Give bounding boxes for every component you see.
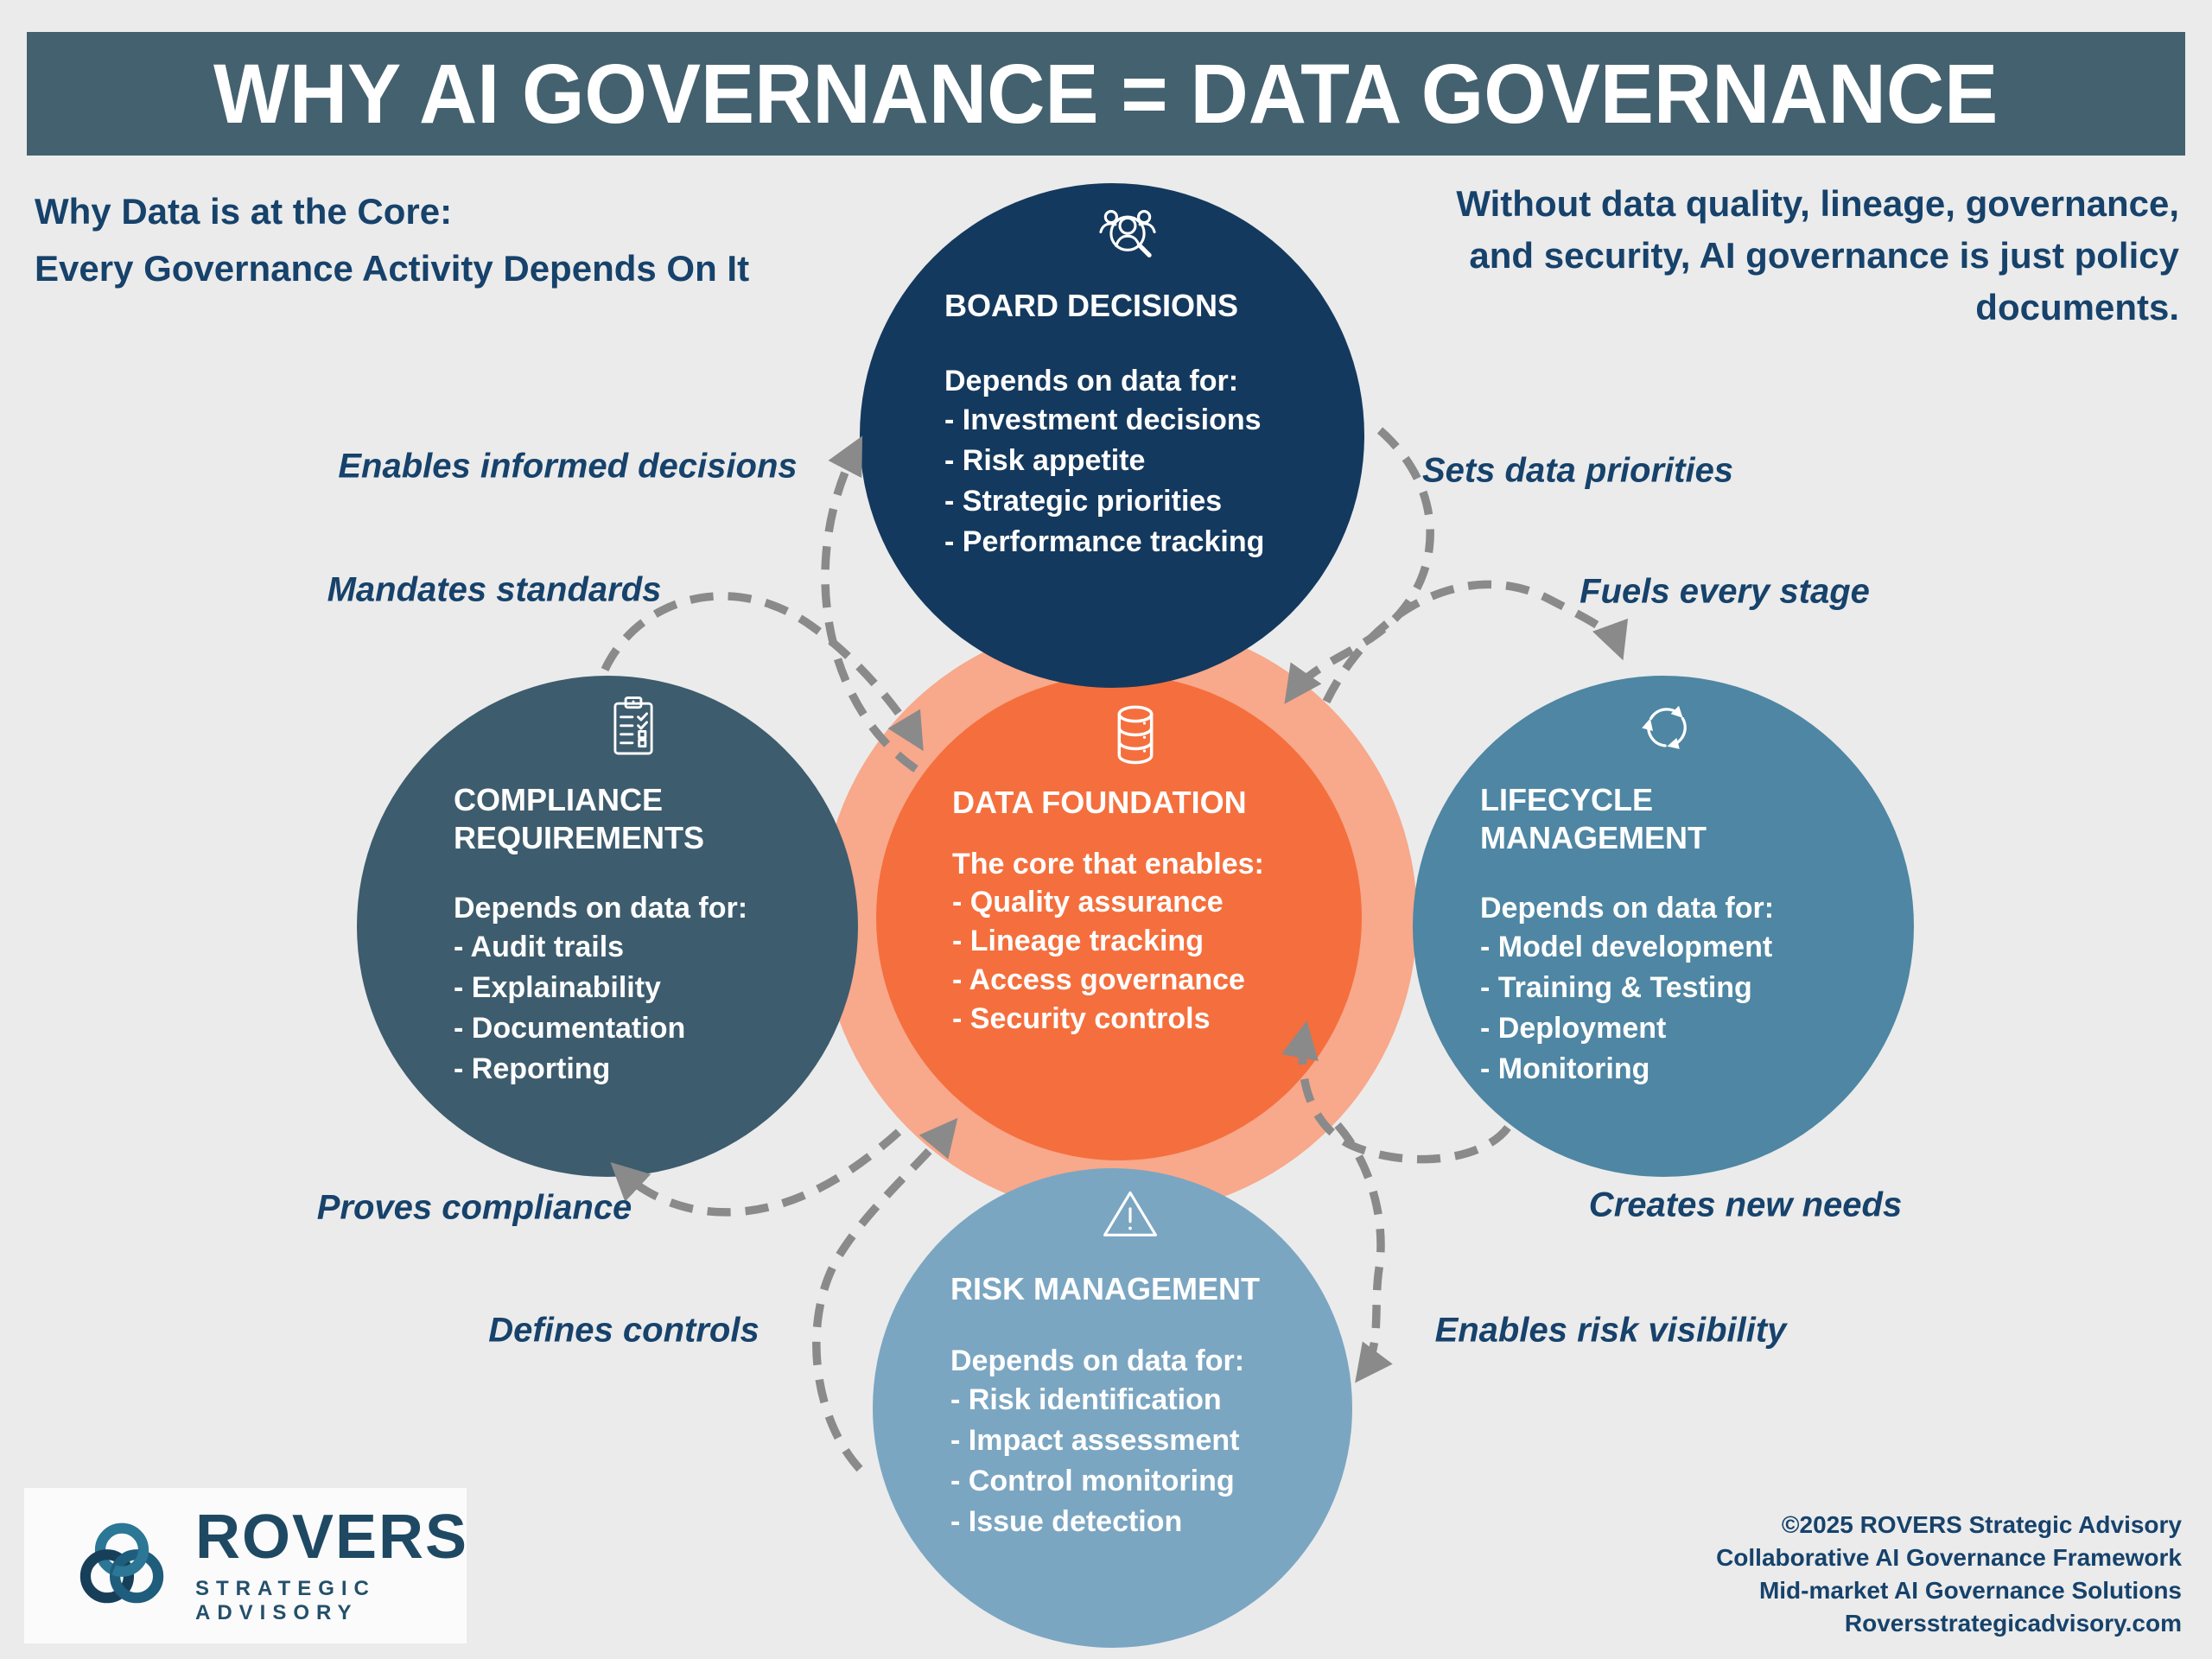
compliance-requirements-circle: COMPLIANCE REQUIREMENTS Depends on data … — [357, 676, 858, 1177]
data-foundation-circle: DATA FOUNDATION The core that enables: Q… — [876, 675, 1362, 1160]
flow-label-proves-compliance: Proves compliance — [316, 1188, 632, 1227]
list-item: Strategic priorities — [944, 481, 1311, 522]
cycle-arrows-icon — [1642, 705, 1687, 749]
flow-label-mandates-standards: Mandates standards — [327, 570, 662, 609]
circle-title: RISK MANAGEMENT — [950, 1271, 1260, 1306]
intro-left-text: Why Data is at the Core: Every Governanc… — [35, 183, 749, 297]
intro-left-line2: Every Governance Activity Depends On It — [35, 248, 750, 289]
list-item: Impact assessment — [950, 1421, 1309, 1461]
list-item: Reporting — [454, 1049, 813, 1090]
risk-management-content: RISK MANAGEMENT Depends on data for: Ris… — [950, 1180, 1309, 1542]
flow-label-sets-data-priorities: Sets data priorities — [1421, 451, 1734, 490]
data-foundation-content: DATA FOUNDATION The core that enables: Q… — [952, 699, 1319, 1039]
lifecycle-management-content: LIFECYCLE MANAGEMENT Depends on data for… — [1480, 693, 1853, 1090]
list-item: Access governance — [952, 961, 1319, 1000]
warning-triangle-icon — [1103, 1191, 1157, 1236]
arrow-enables-risk-visibility — [1334, 1122, 1393, 1383]
rovers-logo-card: ROVERS STRATEGIC ADVISORY — [24, 1488, 467, 1643]
clipboard-checklist-icon — [613, 696, 653, 755]
intro-right-line1: Without data quality, lineage, governanc… — [1456, 183, 2179, 224]
circle-subtitle: The core that enables: — [952, 848, 1264, 880]
board-decisions-circle: BOARD DECISIONS Depends on data for: Inv… — [860, 183, 1364, 688]
board-decisions-content: BOARD DECISIONS Depends on data for: Inv… — [944, 200, 1311, 563]
list-item: Security controls — [952, 1000, 1319, 1039]
logo-tagline: STRATEGIC ADVISORY — [195, 1577, 376, 1624]
credit-line: Collaborative AI Governance Framework — [1716, 1544, 2182, 1571]
title-banner: WHY AI GOVERNANCE = DATA GOVERNANCE — [27, 32, 2185, 156]
circle-subtitle: Depends on data for: — [454, 892, 748, 925]
circle-subtitle: Depends on data for: — [950, 1344, 1245, 1377]
list-item: Control monitoring — [950, 1461, 1309, 1502]
logo-name: ROVERS — [195, 1503, 469, 1572]
list-item: Audit trails — [454, 927, 813, 968]
rovers-trefoil-logo-icon — [79, 1522, 164, 1604]
list-item: Issue detection — [950, 1502, 1309, 1542]
page-title: WHY AI GOVERNANCE = DATA GOVERNANCE — [213, 46, 1999, 141]
flow-label-enables-informed-decisions: Enables informed decisions — [338, 447, 798, 486]
flow-label-creates-new-needs: Creates new needs — [1588, 1185, 1903, 1224]
credit-line: ©2025 ROVERS Strategic Advisory — [1781, 1511, 2182, 1538]
circle-subtitle: Depends on data for: — [944, 365, 1239, 397]
credit-line: Roversstrategicadvisory.com — [1844, 1610, 2182, 1637]
list-item: Model development — [1480, 927, 1853, 968]
intro-right-text: Without data quality, lineage, governanc… — [1456, 178, 2179, 334]
list-item: Risk identification — [950, 1380, 1309, 1421]
circle-title: LIFECYCLE MANAGEMENT — [1480, 782, 1707, 855]
list-item: Training & Testing — [1480, 968, 1853, 1008]
list-item: Risk appetite — [944, 441, 1311, 481]
list-item: Monitoring — [1480, 1049, 1853, 1090]
circle-title: COMPLIANCE REQUIREMENTS — [454, 782, 705, 855]
list-item: Performance tracking — [944, 522, 1311, 563]
circle-title: BOARD DECISIONS — [944, 288, 1239, 323]
list-item: Lineage tracking — [952, 922, 1319, 961]
intro-left-line1: Why Data is at the Core: — [35, 191, 453, 232]
arrow-fuels-every-stage — [1322, 580, 1629, 704]
circle-subtitle: Depends on data for: — [1480, 892, 1775, 925]
flow-label-fuels-every-stage: Fuels every stage — [1580, 572, 1870, 611]
flow-label-defines-controls: Defines controls — [488, 1311, 760, 1350]
list-item: Explainability — [454, 968, 813, 1008]
lifecycle-management-circle: LIFECYCLE MANAGEMENT Depends on data for… — [1413, 676, 1914, 1177]
people-search-icon — [1099, 209, 1156, 257]
list-item: Documentation — [454, 1008, 813, 1049]
intro-right-line3: documents. — [1975, 287, 2179, 327]
risk-management-circle: RISK MANAGEMENT Depends on data for: Ris… — [873, 1168, 1352, 1648]
flow-label-enables-risk-visibility: Enables risk visibility — [1434, 1311, 1787, 1350]
database-icon — [1117, 705, 1154, 765]
list-item: Investment decisions — [944, 400, 1311, 441]
rovers-logo-text: ROVERS STRATEGIC ADVISORY — [195, 1506, 468, 1625]
compliance-requirements-content: COMPLIANCE REQUIREMENTS Depends on data … — [454, 693, 813, 1090]
footer-credits: ©2025 ROVERS Strategic Advisory Collabor… — [1716, 1509, 2182, 1640]
list-item: Quality assurance — [952, 883, 1319, 922]
list-item: Deployment — [1480, 1008, 1853, 1049]
intro-right-line2: and security, AI governance is just poli… — [1469, 235, 2179, 276]
credit-line: Mid-market AI Governance Solutions — [1758, 1577, 2182, 1604]
circle-title: DATA FOUNDATION — [952, 785, 1247, 820]
